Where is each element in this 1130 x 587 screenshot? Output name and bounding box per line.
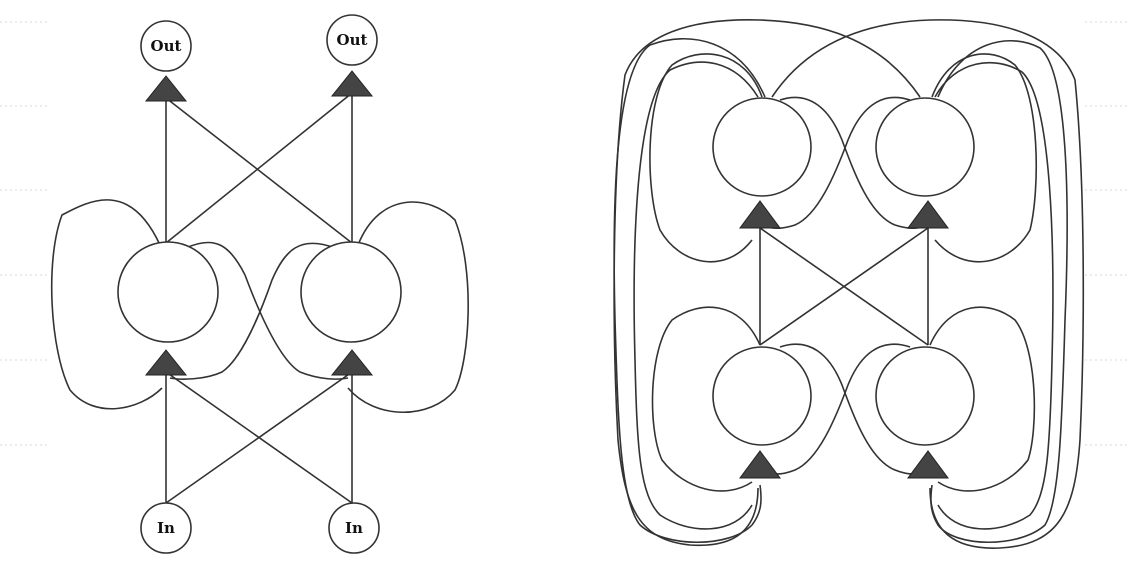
out-node-2 <box>326 14 378 66</box>
edge-in2-h1 <box>165 371 353 504</box>
arrowhead-out-2 <box>330 70 374 97</box>
out-node-2-label: Out <box>337 31 368 49</box>
edge-h1-out2 <box>165 92 353 244</box>
arrowhead-hidden-2 <box>330 349 374 376</box>
arrowhead-lower-1 <box>739 450 781 479</box>
hidden-node-2 <box>300 241 402 343</box>
background-guides <box>0 21 1130 446</box>
in-node-1-label: In <box>157 519 175 537</box>
edge-l2-u1 <box>759 227 929 346</box>
arrowhead-upper-1 <box>739 200 781 229</box>
loop-outer-right-inner <box>934 61 1054 530</box>
loop-h1-self <box>50 199 163 410</box>
loop-h1-to-h2 <box>185 241 349 380</box>
left-network <box>50 92 469 504</box>
loop-l1-to-l2 <box>779 343 926 475</box>
upper-node-2 <box>875 97 975 197</box>
hidden-node-1 <box>117 241 219 343</box>
in-node-2-label: In <box>345 519 363 537</box>
loop-u2-to-l1-outer <box>613 19 921 547</box>
upper-node-1 <box>712 97 812 197</box>
loop-u2-to-l2-outer <box>930 39 1068 544</box>
loop-l2-self <box>929 306 1036 492</box>
out-node-1 <box>140 20 192 72</box>
arrowhead-hidden-1 <box>144 349 188 376</box>
arrowhead-upper-2 <box>907 200 949 229</box>
in-node-2 <box>328 502 380 554</box>
right-network <box>613 19 1085 549</box>
loop-l2-to-l1 <box>764 343 911 475</box>
edge-h2-out1 <box>165 97 353 244</box>
loop-h2-to-h1 <box>169 242 336 380</box>
lower-node-1 <box>712 346 812 446</box>
loop-u1-to-l2-outer <box>771 19 1085 549</box>
right-arrowheads <box>739 200 949 479</box>
arrowhead-out-1 <box>144 75 188 102</box>
loop-outer-left-inner <box>633 61 759 530</box>
arrowhead-lower-2 <box>907 450 949 479</box>
loop-l1-self <box>651 306 761 492</box>
lower-node-2 <box>875 346 975 446</box>
left-arrowheads <box>144 70 374 376</box>
loop-u2-self <box>931 53 1038 263</box>
left-nodes: Out Out In In <box>117 14 402 554</box>
in-node-1 <box>140 502 192 554</box>
right-nodes <box>712 97 975 446</box>
out-node-1-label: Out <box>151 37 182 55</box>
loop-h2-self <box>347 201 469 414</box>
loop-u1-self <box>649 53 763 263</box>
